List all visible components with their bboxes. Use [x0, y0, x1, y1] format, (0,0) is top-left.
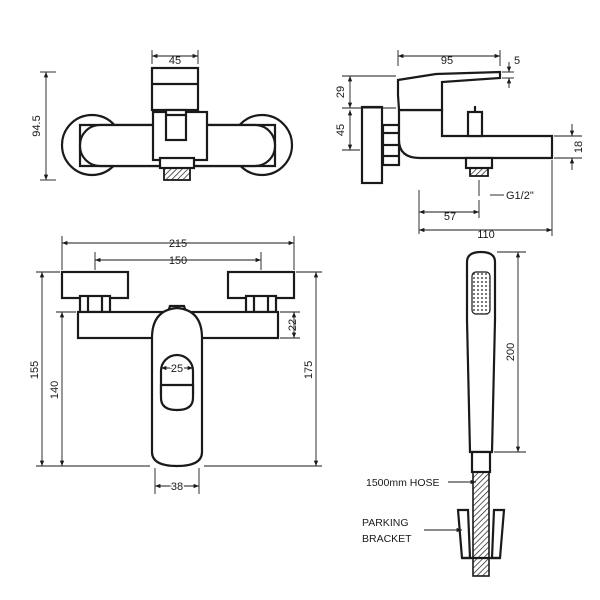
wall-block — [360, 105, 384, 185]
dim-38: 38 — [171, 481, 183, 493]
side-view: 95 5 29 45 18 G1/2" 57 110 — [335, 50, 585, 241]
parking-bracket — [456, 508, 472, 560]
dim-95: 95 — [441, 55, 453, 67]
dim-25: 25 — [171, 363, 183, 375]
thread-label: G1/2" — [506, 190, 534, 202]
dim-57: 57 — [444, 211, 456, 223]
dim-110: 110 — [477, 229, 495, 241]
dim-22: 22 — [287, 319, 299, 331]
dim-200: 200 — [505, 343, 517, 361]
dim-29: 29 — [335, 86, 347, 98]
dim-140: 140 — [49, 381, 61, 399]
left-arm — [60, 270, 130, 300]
mixer-body-side — [397, 108, 554, 160]
lever-top — [150, 66, 200, 112]
handset-view: 200 1500mm HOSE PARKING BRACKET — [362, 250, 526, 577]
dim-155: 155 — [29, 361, 41, 379]
dim-150: 150 — [169, 255, 187, 267]
dim-94-5: 94.5 — [31, 115, 43, 136]
front-view: 215 150 22 25 155 140 175 38 — [29, 236, 322, 495]
dim-215: 215 — [169, 238, 187, 250]
dim-45-side: 45 — [335, 124, 347, 136]
dim-18: 18 — [573, 141, 585, 153]
outlet-thread-side — [469, 167, 489, 177]
hose — [472, 471, 490, 577]
top-view: 45 94.5 — [31, 50, 294, 181]
outlet-thread — [163, 167, 191, 181]
bracket-label-line1: PARKING — [362, 517, 408, 529]
right-arm — [226, 270, 296, 300]
spray-face — [471, 271, 491, 315]
dim-45-top: 45 — [169, 55, 181, 67]
bracket-label-line2: BRACKET — [362, 533, 412, 545]
dim-175: 175 — [303, 361, 315, 379]
dim-5: 5 — [514, 55, 520, 67]
lever-side — [396, 70, 502, 112]
hose-label: 1500mm HOSE — [366, 477, 440, 489]
